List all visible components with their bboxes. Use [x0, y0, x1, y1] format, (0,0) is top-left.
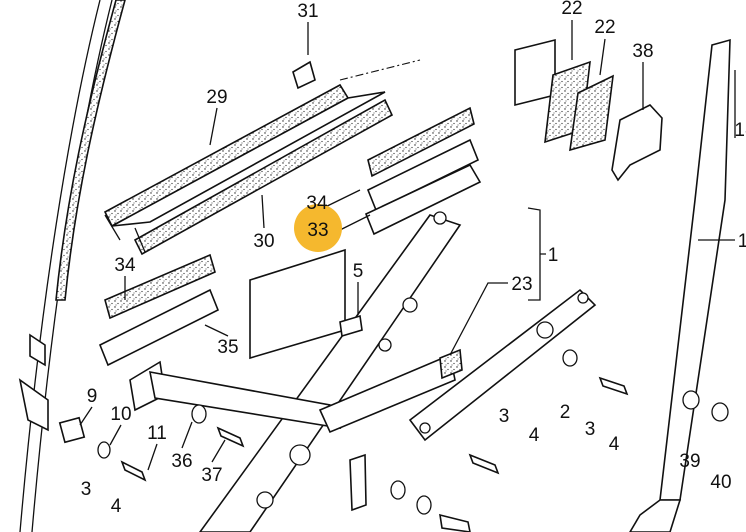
callout-10[interactable]: 10 — [110, 404, 131, 425]
callout-3[interactable]: 3 — [81, 479, 92, 500]
callout-1[interactable]: 1 — [738, 231, 746, 252]
door-frame-left — [18, 0, 126, 532]
leader-lines — [79, 20, 736, 471]
callout-4[interactable]: 4 — [529, 425, 540, 446]
highlight-circle — [294, 204, 342, 252]
callout-2[interactable]: 2 — [560, 402, 571, 423]
callout-29[interactable]: 29 — [206, 87, 227, 108]
callout-34[interactable]: 34 — [114, 255, 136, 276]
window-channel-29-30 — [103, 59, 421, 256]
callout-11[interactable]: 11 — [147, 423, 167, 444]
clip-31 — [292, 60, 316, 90]
callout-5[interactable]: 5 — [353, 261, 364, 282]
callout-40[interactable]: 40 — [710, 472, 731, 493]
callout-18[interactable]: 18 — [734, 120, 746, 141]
callout-1[interactable]: 1 — [548, 245, 559, 266]
callout-22[interactable]: 22 — [561, 0, 582, 19]
callout-3[interactable]: 3 — [585, 419, 596, 440]
pads-22-bracket-38 — [514, 38, 663, 182]
callout-37[interactable]: 37 — [201, 465, 222, 486]
callout-33[interactable]: 33 — [307, 220, 328, 241]
callout-4[interactable]: 4 — [111, 496, 122, 517]
callout-9[interactable]: 9 — [87, 386, 98, 407]
callout-22[interactable]: 22 — [594, 17, 615, 38]
callout-4[interactable]: 4 — [609, 434, 620, 455]
callout-30[interactable]: 30 — [253, 231, 274, 252]
mounting-plate — [249, 248, 346, 360]
callout-34[interactable]: 34 — [306, 193, 328, 214]
callout-3[interactable]: 3 — [499, 406, 510, 427]
callout-36[interactable]: 36 — [171, 451, 192, 472]
callout-35[interactable]: 35 — [217, 337, 238, 358]
callout-38[interactable]: 38 — [632, 41, 653, 62]
callout-39[interactable]: 39 — [679, 451, 700, 472]
callout-labels: 31 22 22 38 29 18 34 33 30 1 34 5 23 1 3… — [81, 0, 746, 517]
guide-rail-right — [629, 38, 731, 532]
guide-33-34-upper — [364, 106, 482, 236]
window-regulator — [148, 211, 597, 532]
callout-23[interactable]: 23 — [511, 274, 532, 295]
hardware — [58, 314, 729, 532]
callout-31[interactable]: 31 — [297, 1, 318, 22]
